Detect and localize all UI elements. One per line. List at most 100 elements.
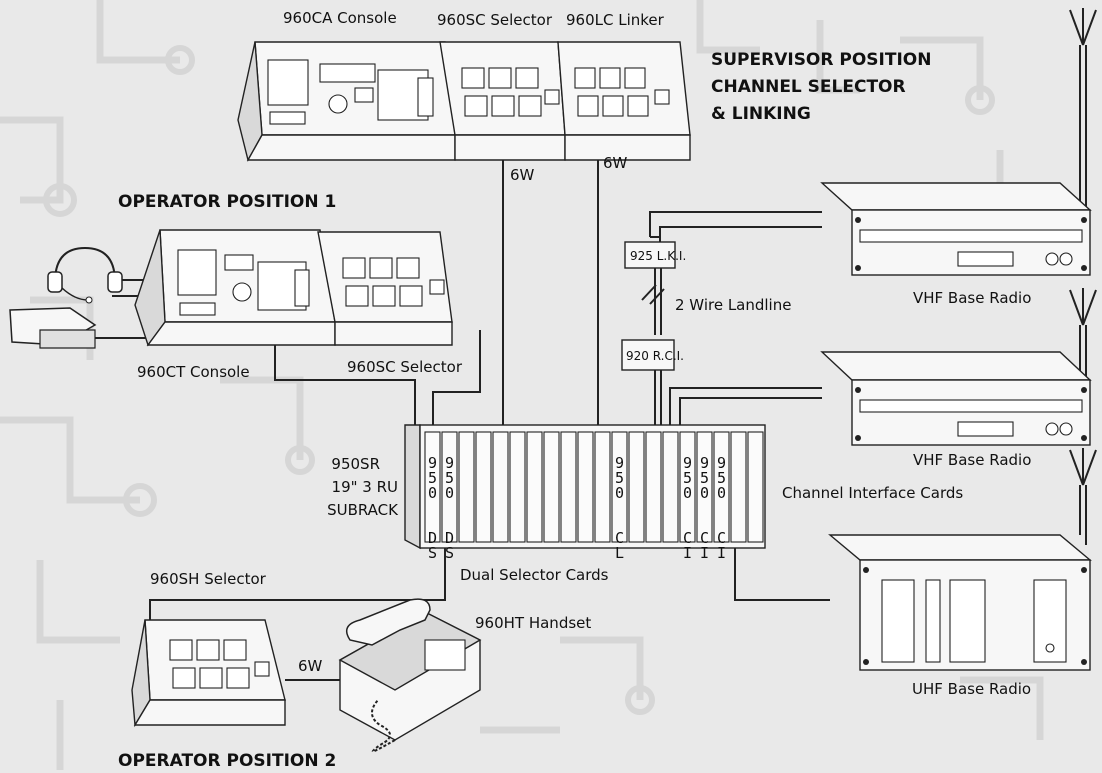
subrack-slot [662, 431, 679, 543]
card-label-char: L [615, 544, 624, 562]
handset-icon [338, 598, 482, 753]
handset-label: 960HT Handset [475, 614, 591, 632]
card-label-char: I [700, 544, 709, 562]
antenna-icon-3 [1069, 448, 1097, 486]
card-label-char: C [700, 529, 709, 547]
subrack-slot [730, 431, 747, 543]
subrack-slot [458, 431, 475, 543]
subrack-slot [424, 431, 441, 543]
subrack-slot [611, 431, 628, 543]
headset-icon [47, 246, 123, 304]
subrack-label-3: SUBRACK [327, 501, 399, 519]
vhf-1-label: VHF Base Radio [913, 289, 1031, 307]
ca-console-label: 960CA Console [283, 9, 397, 27]
dual-cards-label: Dual Selector Cards [460, 566, 609, 584]
sc-selector-mid-label: 960SC Selector [347, 358, 463, 376]
vhf-radio-2 [820, 351, 1092, 446]
sc-selector-top [439, 41, 566, 161]
card-label-char: 9 [615, 454, 624, 472]
card-label-char: D [428, 529, 437, 547]
landline-label: 2 Wire Landline [675, 296, 791, 314]
supervisor-title-1: SUPERVISOR POSITION [711, 50, 931, 70]
ct-console-label: 960CT Console [137, 363, 250, 381]
rci-unit: 920 R.C.I. [621, 339, 684, 371]
uhf-label: UHF Base Radio [912, 680, 1031, 698]
card-label-char: 9 [717, 454, 726, 472]
card-label-char: I [683, 544, 692, 562]
card-label-char: C [683, 529, 692, 547]
subrack-label-2: 19" 3 RU [332, 478, 398, 496]
card-label-char: 0 [428, 484, 437, 502]
wiring [90, 45, 1087, 681]
card-label-char: S [428, 544, 437, 562]
supervisor-title-2: CHANNEL SELECTOR [711, 77, 906, 97]
wire-6w-label-b: 6W [603, 154, 628, 172]
operator-1-title: OPERATOR POSITION 1 [118, 192, 336, 212]
vhf-radio-1 [820, 182, 1092, 276]
card-label-char: 5 [445, 469, 454, 487]
sh-selector-label: 960SH Selector [150, 570, 267, 588]
card-label-char: S [445, 544, 454, 562]
subrack-slot [560, 431, 577, 543]
supervisor-title-3: & LINKING [711, 104, 811, 124]
subrack-slot [441, 431, 458, 543]
subrack-slot [696, 431, 713, 543]
uhf-radio [828, 534, 1092, 671]
wire-6w-label-c: 6W [298, 657, 323, 675]
operator-position-1 [9, 229, 453, 349]
card-label-char: 5 [428, 469, 437, 487]
subrack-slot [713, 431, 730, 543]
operator-2-title: OPERATOR POSITION 2 [118, 751, 336, 771]
card-label-char: 9 [445, 454, 454, 472]
rci-label: 920 R.C.I. [626, 349, 684, 363]
vhf-2-label: VHF Base Radio [913, 451, 1031, 469]
card-label-char: 9 [700, 454, 709, 472]
antenna-icon-2 [1069, 288, 1097, 326]
sh-selector [131, 619, 286, 728]
card-label-char: I [717, 544, 726, 562]
footswitch-icon [9, 307, 97, 349]
subrack-slot [628, 431, 645, 543]
antenna-icon-1 [1069, 8, 1097, 46]
subrack-slot [526, 431, 543, 543]
card-label-char: 0 [445, 484, 454, 502]
subrack-slot [577, 431, 594, 543]
subrack-slot [475, 431, 492, 543]
card-label-char: D [445, 529, 454, 547]
card-label-char: 0 [615, 484, 624, 502]
subrack-slot [509, 431, 526, 543]
subrack-slot [679, 431, 696, 543]
sc-selector-top-label: 960SC Selector [437, 11, 553, 29]
ca-console [237, 41, 456, 162]
subrack-slot [645, 431, 662, 543]
lc-linker-label: 960LC Linker [566, 11, 665, 29]
subrack-slot [594, 431, 611, 543]
card-label-char: 0 [683, 484, 692, 502]
card-label-char: C [717, 529, 726, 547]
card-label-char: 9 [683, 454, 692, 472]
channel-cards-label: Channel Interface Cards [782, 484, 963, 502]
card-label-char: C [615, 529, 624, 547]
card-label-char: 0 [717, 484, 726, 502]
supervisor-console-group [237, 41, 691, 162]
subrack-slot [747, 431, 764, 543]
card-label-char: 5 [700, 469, 709, 487]
subrack-slot [543, 431, 560, 543]
lki-unit: 925 L.K.I. [624, 241, 686, 269]
lki-label: 925 L.K.I. [630, 249, 686, 263]
subrack-slot [492, 431, 509, 543]
card-label-char: 5 [717, 469, 726, 487]
subrack-label-1: 950SR [331, 455, 380, 473]
wire-6w-label-a: 6W [510, 166, 535, 184]
card-label-char: 5 [615, 469, 624, 487]
ct-console [134, 229, 336, 347]
card-label-char: 5 [683, 469, 692, 487]
card-label-char: 0 [700, 484, 709, 502]
labels: 960CA Console 960SC Selector 960LC Linke… [118, 9, 1031, 771]
card-label-char: 9 [428, 454, 437, 472]
lc-linker [557, 41, 691, 161]
sc-selector-op1 [317, 231, 453, 346]
